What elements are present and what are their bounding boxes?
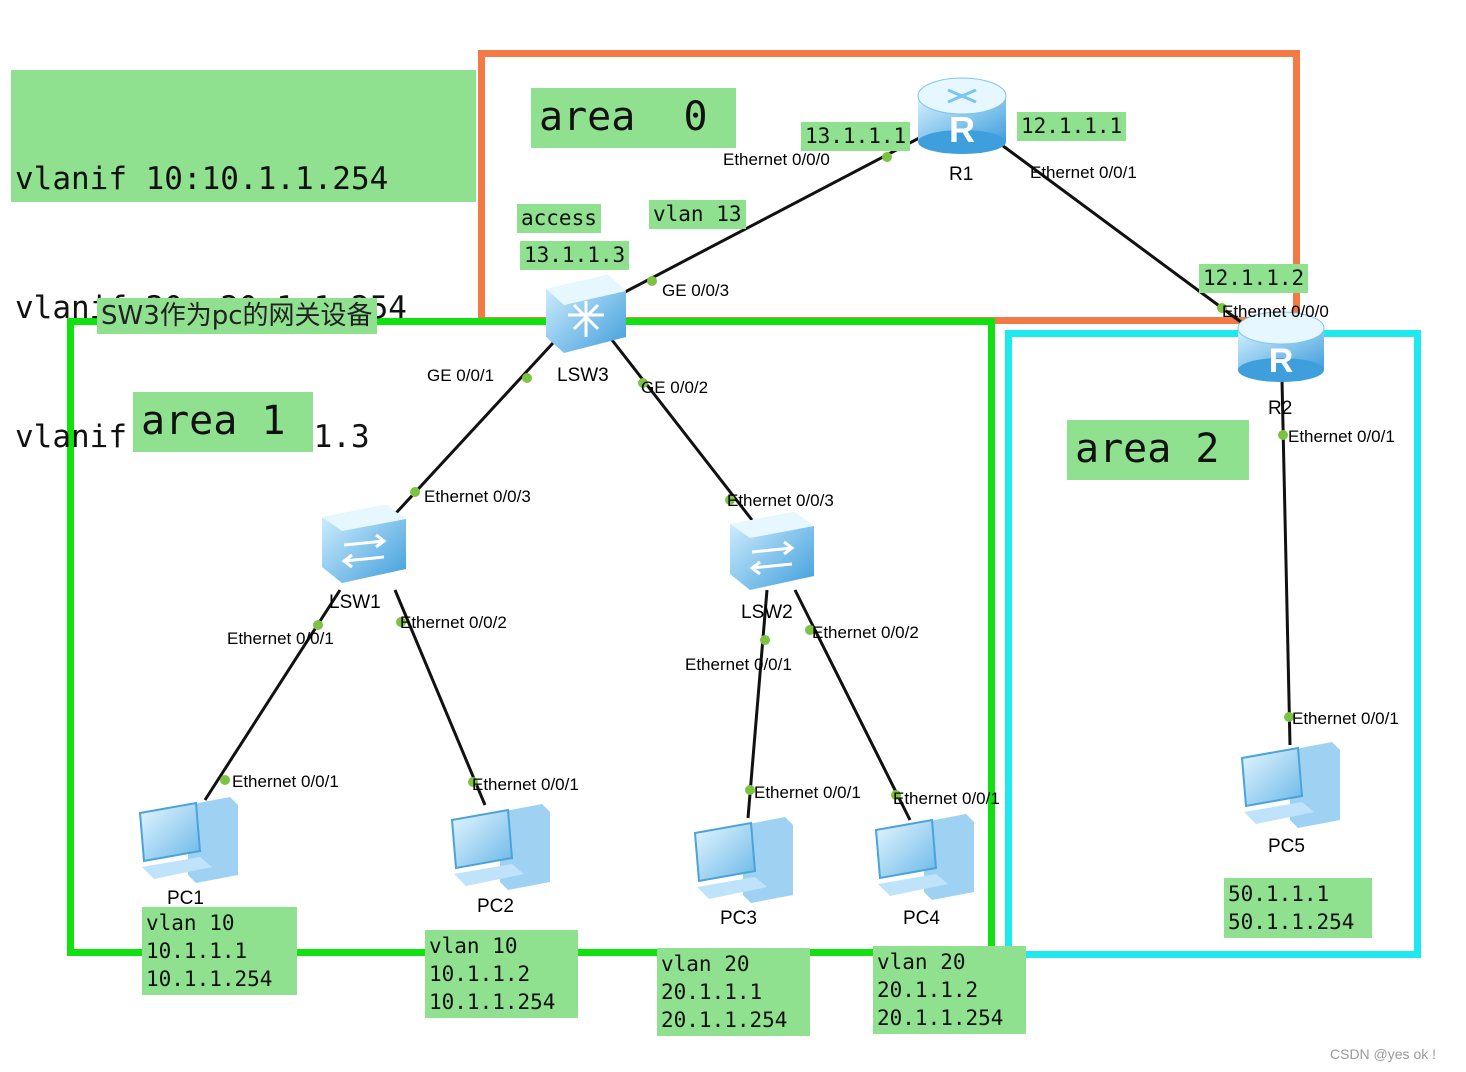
- port-label-r2-e001: Ethernet 0/0/1: [1288, 427, 1395, 446]
- port-label-pc2-e001: Ethernet 0/0/1: [472, 775, 579, 794]
- device-name-lsw2: LSW2: [741, 602, 793, 623]
- port-dot: [882, 152, 892, 162]
- area1-label: area 1: [133, 392, 313, 452]
- pc-icon[interactable]: [138, 797, 238, 883]
- port-dot: [1217, 303, 1227, 313]
- port-dot: [1284, 712, 1294, 722]
- port-dot: [1278, 430, 1288, 440]
- port-label-r1-e000: Ethernet 0/0/0: [723, 150, 830, 169]
- pc5-address-label: 50.1.1.1 50.1.1.254: [1224, 878, 1372, 938]
- port-dot: [313, 620, 323, 630]
- vlanif-box: vlanif 10:10.1.1.254 vlanif 20: 20.1.1.2…: [11, 70, 476, 455]
- link-r2-pc5: [1280, 379, 1292, 746]
- link-r1-lsw3: [624, 133, 926, 294]
- router-icon[interactable]: R: [917, 77, 1007, 154]
- port-label-r1-e001: Ethernet 0/0/1: [1030, 163, 1137, 182]
- r2-ip-label: 12.1.1.2: [1199, 264, 1309, 294]
- port-dot: [647, 276, 657, 286]
- port-label-lsw1-e001: Ethernet 0/0/1: [227, 629, 334, 648]
- svg-text:R: R: [1269, 342, 1294, 380]
- port-dot: [725, 495, 735, 505]
- pc1-address-label: vlan 10 10.1.1.1 10.1.1.254: [142, 907, 297, 995]
- switch-icon[interactable]: [322, 505, 406, 583]
- device-name-pc4: PC4: [903, 908, 940, 929]
- port-label-pc1-e001: Ethernet 0/0/1: [232, 772, 339, 791]
- port-label-lsw3-ge002: GE 0/0/2: [641, 378, 709, 397]
- l3-switch-icon[interactable]: [546, 275, 626, 353]
- link-r1-r2: [994, 138, 1246, 327]
- port-dot: [805, 625, 815, 635]
- port-dot: [638, 378, 648, 388]
- router-icon[interactable]: R: [1237, 311, 1325, 382]
- device-name-pc1: PC1: [167, 888, 204, 909]
- r1-left-ip-label: 13.1.1.1: [801, 122, 911, 152]
- area2-label: area 2: [1067, 420, 1249, 480]
- lsw3-access-label: access: [517, 204, 601, 234]
- port-dot: [522, 373, 532, 383]
- svg-text:R: R: [949, 109, 975, 150]
- link-lsw2-pc3: [746, 589, 769, 819]
- link-lsw1-pc2: [393, 589, 487, 806]
- lsw3-ip-label: 13.1.1.3: [520, 241, 630, 271]
- port-dot: [745, 785, 755, 795]
- port-dot: [396, 617, 406, 627]
- port-label-lsw1-e003: Ethernet 0/0/3: [424, 487, 531, 506]
- port-dots: [220, 152, 1294, 800]
- port-label-r2-e000: Ethernet 0/0/0: [1222, 302, 1329, 321]
- lsw3-vlan-label: vlan 13: [649, 200, 746, 230]
- port-label-lsw1-e002: Ethernet 0/0/2: [400, 613, 507, 632]
- watermark: CSDN @yes ok !: [1330, 1046, 1437, 1062]
- pc-icon[interactable]: [450, 804, 550, 890]
- port-label-lsw2-e002: Ethernet 0/0/2: [812, 623, 919, 642]
- port-label-pc3-e001: Ethernet 0/0/1: [754, 783, 861, 802]
- switch-icon[interactable]: [730, 512, 814, 590]
- area0-label: area 0: [531, 88, 736, 148]
- device-name-r2: R2: [1268, 398, 1293, 419]
- port-label-lsw2-e003: Ethernet 0/0/3: [727, 491, 834, 510]
- link-lsw3-lsw2: [610, 339, 754, 521]
- area2-box: [1005, 330, 1421, 958]
- pc-icon[interactable]: [874, 814, 974, 900]
- port-dot: [220, 775, 230, 785]
- device-name-r1: R1: [949, 164, 974, 185]
- device-name-lsw1: LSW1: [329, 592, 381, 613]
- device-name-pc3: PC3: [720, 908, 757, 929]
- device-name-pc2: PC2: [477, 896, 514, 917]
- port-label-lsw3-ge001: GE 0/0/1: [427, 366, 495, 385]
- device-name-lsw3: LSW3: [557, 365, 609, 386]
- port-dot: [468, 777, 478, 787]
- port-label-lsw3-ge003: GE 0/0/3: [662, 281, 730, 300]
- port-label-pc5-e001: Ethernet 0/0/1: [1292, 709, 1399, 728]
- area1-caption: SW3作为pc的网关设备: [97, 298, 377, 334]
- port-dot: [410, 487, 420, 497]
- device-name-pc5: PC5: [1268, 836, 1305, 857]
- pc3-address-label: vlan 20 20.1.1.1 20.1.1.254: [657, 948, 810, 1036]
- pc2-address-label: vlan 10 10.1.1.2 10.1.1.254: [425, 930, 578, 1018]
- pc-icon[interactable]: [693, 817, 793, 903]
- port-dot: [760, 635, 770, 645]
- vlanif-line: vlanif 10:10.1.1.254: [15, 161, 389, 197]
- port-label-lsw2-e001: Ethernet 0/0/1: [685, 655, 792, 674]
- pc-icon[interactable]: [1240, 742, 1340, 828]
- r1-right-ip-label: 12.1.1.1: [1017, 112, 1127, 142]
- port-dot: [891, 790, 901, 800]
- pc4-address-label: vlan 20 20.1.1.2 20.1.1.254: [873, 946, 1026, 1034]
- port-label-pc4-e001: Ethernet 0/0/1: [893, 789, 1000, 808]
